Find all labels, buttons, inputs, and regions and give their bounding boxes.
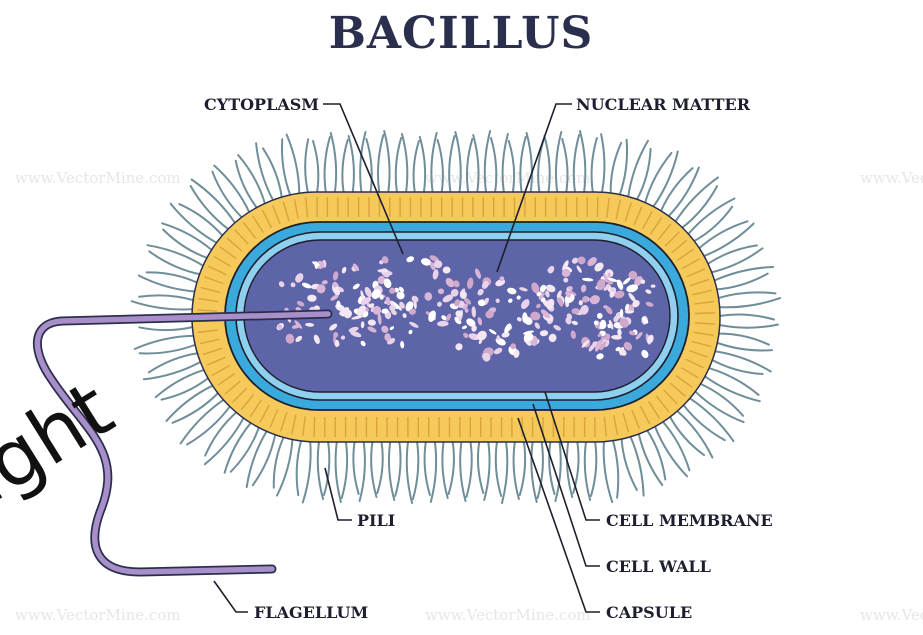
pilus (449, 441, 454, 494)
pilus (604, 441, 613, 503)
pilus (149, 251, 200, 274)
label-cell-membrane: CELL MEMBRANE (606, 511, 773, 530)
pilus (592, 138, 597, 193)
pilus (147, 272, 198, 283)
pilus (149, 353, 199, 372)
pilus (396, 138, 401, 193)
pilus (313, 141, 318, 193)
watermark-text: www.VectorMine.com (15, 169, 181, 187)
pilus (342, 140, 347, 193)
pilus (377, 441, 382, 493)
pilus (140, 345, 197, 354)
pilus (718, 334, 769, 345)
pilus (460, 441, 465, 501)
pilus (413, 441, 418, 499)
pilus (139, 295, 194, 300)
pilus (303, 441, 311, 503)
watermark-text: www.VectorMine.com (860, 606, 923, 624)
pilus (253, 434, 276, 485)
pilus (407, 441, 412, 503)
pilus (420, 137, 425, 193)
pilus (349, 136, 354, 193)
pilus (719, 298, 781, 307)
label-flagellum: FLAGELLUM (254, 603, 368, 622)
label-pili: PILI (357, 511, 395, 530)
pilus (719, 314, 774, 319)
pilus (514, 441, 519, 499)
pilus (414, 141, 419, 193)
pilus (395, 441, 400, 496)
pilus (442, 441, 447, 498)
pilus (520, 441, 525, 495)
pilus (236, 161, 258, 209)
pilus (496, 441, 501, 496)
pilus (378, 135, 383, 193)
pilus (305, 139, 308, 193)
pilus (431, 441, 436, 502)
pilus (162, 378, 209, 400)
pilus (389, 441, 394, 500)
pilus (466, 441, 471, 497)
pilus (336, 441, 341, 502)
pilus (139, 327, 193, 330)
pilus (707, 245, 757, 264)
flagellum-leader (214, 581, 248, 612)
pilus (325, 137, 330, 193)
pilus (585, 441, 590, 500)
pilus (132, 301, 194, 309)
pilus (274, 437, 284, 488)
pilus (538, 441, 543, 498)
watermark-text: www.VectorMine.com (860, 169, 923, 187)
nucleoid-granule (377, 269, 388, 272)
pilus (613, 440, 619, 498)
pilus (502, 441, 507, 503)
pilus (425, 441, 430, 495)
pilus (402, 134, 407, 193)
pilus (601, 134, 604, 193)
pilus (478, 441, 483, 493)
pilus (282, 139, 291, 196)
pilus (716, 343, 772, 351)
diagram-title: BACILLUS (329, 8, 594, 59)
capsule-fiber (695, 313, 715, 314)
pilus (531, 441, 536, 502)
pilus (620, 140, 628, 196)
pilus (318, 441, 323, 499)
watermark-text: www.VectorMine.com (15, 606, 181, 624)
pilus (360, 441, 365, 501)
pilus (718, 292, 776, 298)
label-cell-wall: CELL WALL (606, 557, 711, 576)
pilus (287, 135, 300, 195)
pilus (371, 441, 376, 497)
pilus (555, 441, 560, 501)
pilus (384, 131, 389, 193)
pilus (719, 325, 778, 328)
pilus (263, 148, 282, 198)
pilus (714, 351, 771, 371)
pilus (324, 441, 329, 495)
pilus (353, 441, 358, 494)
capsule-leader (518, 418, 600, 612)
label-nuclear-matter: NUCLEAR MATTER (576, 95, 751, 114)
pilus (342, 441, 347, 498)
pilus (484, 441, 489, 500)
nucleoid-granule (510, 343, 516, 349)
pilus (331, 133, 336, 193)
pilus (611, 143, 622, 194)
watermark-text: www.VectorMine.com (425, 606, 591, 624)
pilus (573, 441, 578, 493)
label-cytoplasm: CYTOPLASM (204, 95, 319, 114)
pilus (628, 141, 648, 198)
pilus (647, 430, 666, 480)
pilus (297, 440, 302, 495)
pilus (366, 139, 371, 193)
pilus (591, 441, 596, 496)
label-capsule: CAPSULE (606, 603, 692, 622)
